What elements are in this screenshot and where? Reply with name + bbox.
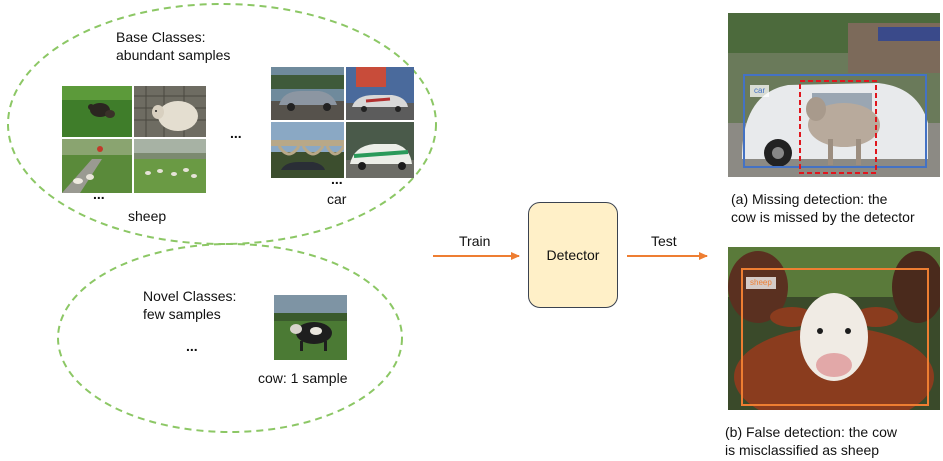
base-classes-ellipse [7,3,437,245]
car-photo-1 [271,67,344,120]
base-classes-ellipsis: ... [230,125,242,141]
test-label: Test [651,233,677,249]
cow-photo [274,295,347,360]
false-caption-2: is misclassified as sheep [725,442,880,458]
missing-caption-1: (a) Missing detection: the [731,191,888,207]
novel-classes-ellipse [57,243,403,433]
missing-detection-photo: car [728,13,940,177]
car-photo-2 [346,67,414,120]
sheep-photo-4 [134,139,206,193]
car-photo-3 [271,122,344,178]
cow-sample-label: cow: 1 sample [258,370,348,386]
car-more-dots: ... [331,171,343,187]
car-photo-4 [346,122,414,178]
sheep-more-dots: ... [93,186,105,202]
car-label: car [327,191,347,207]
sheep-box-tag: sheep [746,277,776,289]
detector-label: Detector [546,247,600,263]
sheep-photo-2 [134,86,206,137]
detector-box: Detector [528,202,618,308]
sheep-photo-3 [62,139,132,193]
car-box-tag: car [750,85,770,97]
sheep-photo-1 [62,86,132,137]
novel-classes-title: Novel Classes: [143,288,237,304]
novel-classes-ellipsis: ... [186,338,198,354]
missing-caption-2: cow is missed by the detector [731,209,915,225]
false-caption-1: (b) False detection: the cow [725,424,897,440]
sheep-label: sheep [128,208,167,224]
base-classes-title: Base Classes: [116,29,206,45]
base-classes-subtitle: abundant samples [116,47,231,63]
train-label: Train [459,233,491,249]
false-detection-photo: sheep [728,247,940,410]
novel-classes-subtitle: few samples [143,306,221,322]
